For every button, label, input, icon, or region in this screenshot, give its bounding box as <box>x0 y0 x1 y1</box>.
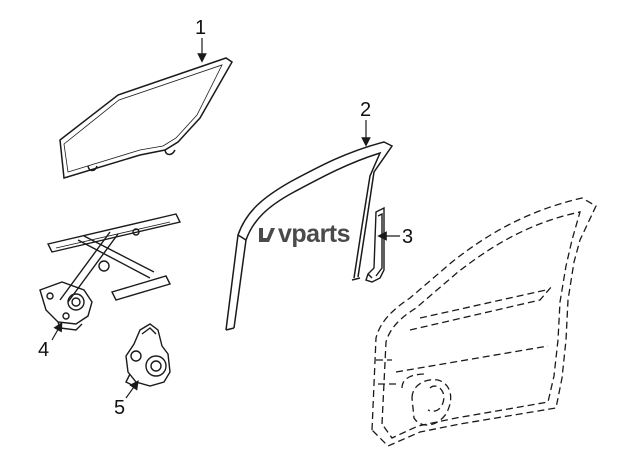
callout-5: 5 <box>114 397 126 419</box>
door-shell <box>371 197 597 447</box>
leader-5 <box>125 380 139 399</box>
callout-1: 1 <box>195 17 207 39</box>
window-regulator <box>39 213 182 331</box>
callout-2: 2 <box>360 99 372 121</box>
leader-4 <box>51 321 63 341</box>
callout-3: 3 <box>402 226 414 248</box>
glass-run-channel <box>225 141 394 331</box>
rear-run-channel <box>365 206 385 283</box>
lv-logo-icon <box>258 226 276 244</box>
regulator-motor <box>125 323 171 387</box>
callout-4: 4 <box>38 339 50 361</box>
watermark-text: vparts <box>278 220 351 248</box>
door-glass <box>59 57 233 179</box>
watermark: vparts <box>258 220 351 248</box>
